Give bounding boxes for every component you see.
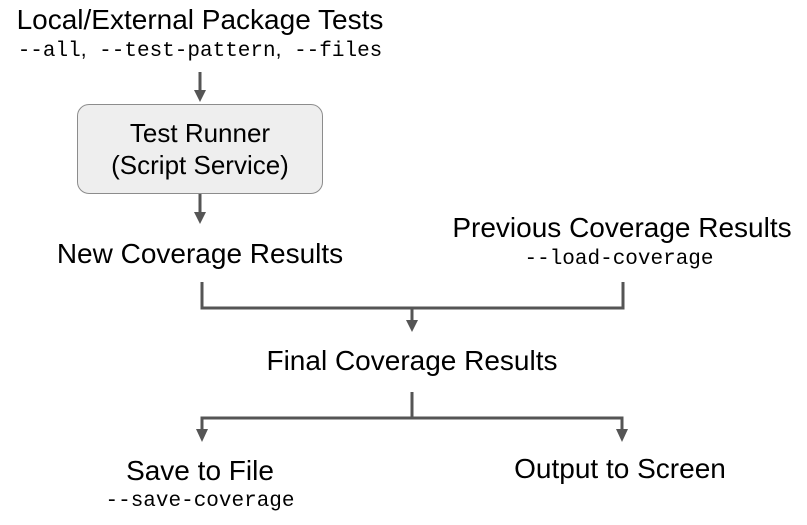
final-coverage-results: Final Coverage Results	[266, 345, 558, 376]
save-to-file: Save to File	[126, 455, 274, 486]
output-to-screen: Output to Screen	[514, 453, 726, 484]
previous-coverage-results: Previous Coverage Results	[452, 212, 792, 243]
arrowhead-runner-to-new-results	[194, 212, 206, 224]
split-bracket	[200, 416, 624, 431]
test-runner-subtitle: (Script Service)	[111, 150, 289, 180]
source-flags: --all, --test-pattern, --files	[10, 38, 390, 64]
flag-separator: ,	[80, 38, 87, 61]
flag-separator: ,	[275, 38, 282, 61]
test-runner-box: Test Runner (Script Service)	[77, 104, 323, 194]
flag-test-pattern: --test-pattern	[99, 40, 276, 63]
merge-bracket	[200, 282, 625, 310]
source-title: Local/External Package Tests	[16, 4, 384, 35]
flag-all: --all	[17, 40, 81, 63]
save-coverage-flag: --save-coverage	[105, 490, 295, 513]
arrowhead-source-to-runner	[194, 90, 206, 102]
load-coverage-flag: --load-coverage	[524, 248, 714, 271]
test-runner-title: Test Runner	[129, 118, 271, 148]
new-coverage-results: New Coverage Results	[56, 238, 344, 269]
arrowhead-to-output	[616, 429, 628, 442]
arrowhead-merge-to-final	[406, 320, 418, 332]
arrowhead-to-save	[196, 429, 208, 442]
flag-files: --files	[294, 40, 383, 63]
